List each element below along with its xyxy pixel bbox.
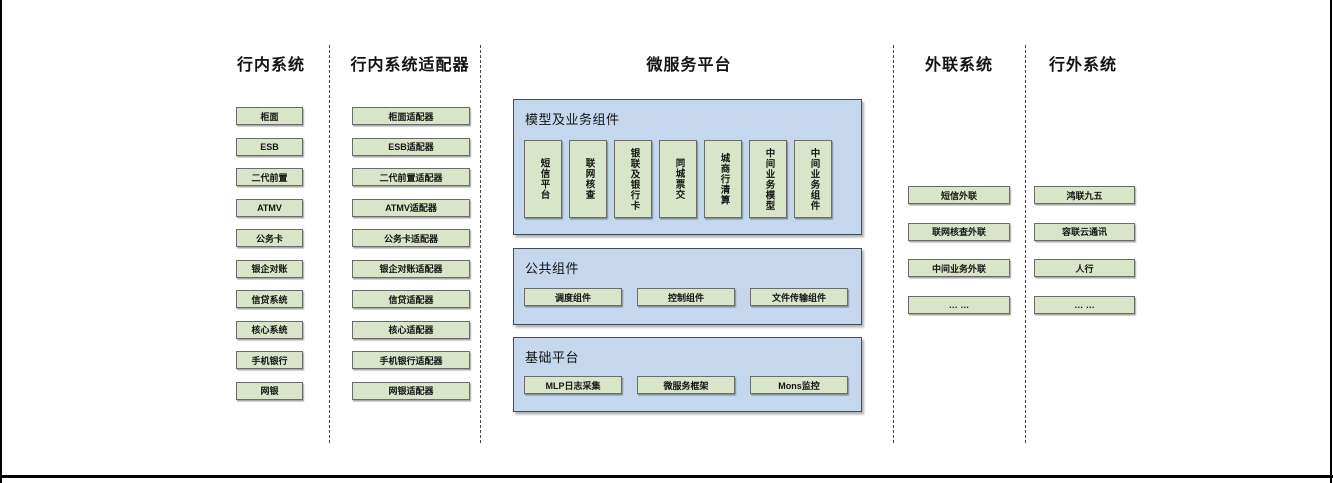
component-box: 银联及银行卡 <box>614 140 652 218</box>
column-divider-1 <box>329 45 330 443</box>
adapter-box: 网银适配器 <box>352 381 470 400</box>
system-box: 容联云通讯 <box>1034 222 1135 241</box>
component-box: 控制组件 <box>637 288 735 306</box>
section-title-common-components: 公共组件 <box>525 261 580 276</box>
column-divider-3 <box>893 45 894 443</box>
adapter-box: ESB适配器 <box>352 137 470 156</box>
component-box: 同城票交 <box>659 140 697 218</box>
model-business-components-container: 模型及业务组件 短信平台联网核查银联及银行卡同城票交城商行清算中间业务模型中间业… <box>513 99 862 235</box>
adapter-box: 信贷适配器 <box>352 290 470 308</box>
system-box: 人行 <box>1034 259 1135 277</box>
model-business-components-list: 短信平台联网核查银联及银行卡同城票交城商行清算中间业务模型中间业务组件 <box>524 140 832 218</box>
component-box: 调度组件 <box>524 288 622 306</box>
component-box: 城商行清算 <box>704 140 742 218</box>
component-box: Mons监控 <box>750 376 848 394</box>
adapter-box: 银企对账适配器 <box>352 259 470 278</box>
component-box: 短信平台 <box>524 140 562 218</box>
system-box: 鸿联九五 <box>1034 186 1135 204</box>
internal-system-adapters-list: 柜面适配器 ESB适配器二代前置适配器 ATMV适配器公务卡适配器银企对账适配器信贷… <box>352 107 470 400</box>
adapter-box: 公务卡适配器 <box>352 229 470 247</box>
system-box: ESB <box>236 137 303 156</box>
system-box: 核心系统 <box>236 320 303 339</box>
component-box: 中间业务模型 <box>749 140 787 218</box>
common-components-list: 调度组件控制组件文件传输组件 <box>524 288 848 306</box>
internal-systems-list: 柜面 ESB 二代前置 ATMV 公务卡银企对账信贷系统核心系统手机银行网银 <box>236 107 303 400</box>
basic-platform-list: MLP日志采集微服务框架 Mons监控 <box>524 376 848 394</box>
outside-bank-systems-list: 鸿联九五容联云通讯人行 … … <box>1034 186 1135 314</box>
system-box: 中间业务外联 <box>908 259 1010 277</box>
column-divider-4 <box>1025 45 1026 443</box>
component-box: 文件传输组件 <box>750 288 848 306</box>
system-box: 联网核查外联 <box>908 222 1010 241</box>
system-box: 公务卡 <box>236 229 303 247</box>
frame-border-bottom <box>0 475 1333 478</box>
column-title-external-link-systems: 外联系统 <box>924 57 994 74</box>
column-title-outside-bank-systems: 行外系统 <box>1048 57 1118 74</box>
section-title-model-business-components: 模型及业务组件 <box>525 112 620 127</box>
external-link-systems-list: 短信外联联网核查外联中间业务外联 … … <box>908 186 1010 314</box>
system-box: … … <box>908 295 1010 314</box>
system-box: 网银 <box>236 381 303 400</box>
section-title-basic-platform: 基础平台 <box>525 350 580 365</box>
adapter-box: 手机银行适配器 <box>352 351 470 369</box>
system-box: ATMV <box>236 198 303 217</box>
column-title-internal-system-adapters: 行内系统适配器 <box>350 57 470 74</box>
system-box: 手机银行 <box>236 351 303 369</box>
frame-border-left <box>0 0 2 483</box>
adapter-box: 核心适配器 <box>352 320 470 339</box>
component-box: 中间业务组件 <box>794 140 832 218</box>
system-box: 信贷系统 <box>236 290 303 308</box>
system-box: 银企对账 <box>236 259 303 278</box>
column-divider-2 <box>480 45 481 443</box>
frame-border-right <box>1330 0 1332 483</box>
column-title-internal-systems: 行内系统 <box>236 57 306 74</box>
system-box: 短信外联 <box>908 186 1010 204</box>
component-box: 联网核查 <box>569 140 607 218</box>
component-box: 微服务框架 <box>637 376 735 394</box>
basic-platform-container: 基础平台 MLP日志采集微服务框架 Mons监控 <box>513 337 862 412</box>
column-title-microservice-platform: 微服务平台 <box>646 57 732 74</box>
system-box: … … <box>1034 295 1135 314</box>
system-box: 柜面 <box>236 107 303 125</box>
system-box: 二代前置 <box>236 168 303 186</box>
adapter-box: 柜面适配器 <box>352 107 470 125</box>
adapter-box: ATMV适配器 <box>352 198 470 217</box>
adapter-box: 二代前置适配器 <box>352 168 470 186</box>
common-components-container: 公共组件 调度组件控制组件文件传输组件 <box>513 248 862 325</box>
component-box: MLP日志采集 <box>524 376 622 394</box>
